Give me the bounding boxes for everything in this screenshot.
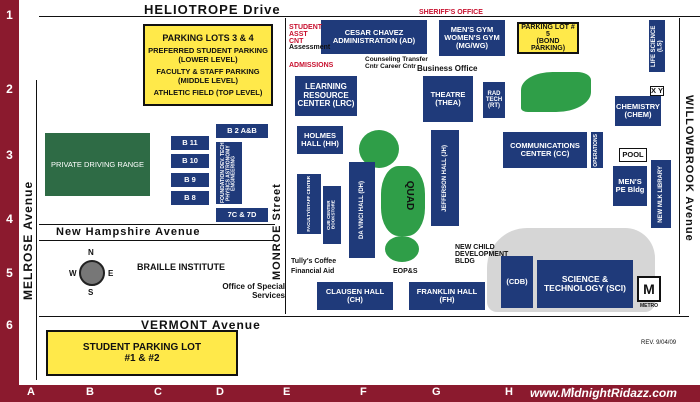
lots-3-4-lower: PREFERRED STUDENT PARKING (LOWER LEVEL) (148, 46, 268, 64)
building-theatre[interactable]: THEATRE (THEA) (423, 76, 473, 122)
building-holmes-hall[interactable]: HOLMES HALL (HH) (297, 126, 343, 154)
row-number-5: 5 (6, 266, 13, 280)
road-line (39, 16, 700, 17)
building-cdb[interactable]: (CDB) (501, 256, 533, 308)
parking-lots-3-4: PARKING LOTS 3 & 4 PREFERRED STUDENT PAR… (143, 24, 273, 106)
building-clausen-hall[interactable]: CLAUSEN HALL (CH) (317, 282, 393, 310)
compass-rose: N S W E (67, 248, 117, 298)
column-letter-h: H (505, 386, 513, 398)
column-letter-f: F (360, 386, 367, 398)
column-letter-i: I (571, 386, 575, 398)
building-mens-pe[interactable]: MEN'S PE Bldg (613, 166, 647, 206)
row-number-3: 3 (6, 148, 13, 162)
column-letter-g: G (432, 386, 441, 398)
building-rad-tech[interactable]: RAD TECH (RT) (483, 82, 505, 118)
grass-area (359, 130, 399, 168)
grass-area (521, 72, 591, 112)
road-line (285, 18, 286, 314)
column-letter-a: A (27, 386, 35, 398)
lots-3-4-top: ATHLETIC FIELD (TOP LEVEL) (153, 88, 263, 97)
building-operations[interactable]: OPERATIONS (591, 132, 603, 168)
braille-institute: BRAILLE INSTITUTE (137, 262, 225, 272)
building-foundation[interactable]: FOUNDATION DEV. TECH PHYSICS ASTRONOMY E… (216, 142, 242, 204)
building-faculty-staff[interactable]: FACULTY/STAFF CENTER (297, 174, 321, 234)
website-credit: www.MidnightRidazz.com (530, 386, 677, 400)
grass-area (381, 166, 425, 236)
road-line (39, 224, 275, 225)
parking-lot-5: PARKING LOT # 5 (BOND PARKING) (517, 22, 579, 54)
metro-label: METRO (640, 303, 659, 309)
new-child-development-label: NEW CHILD DEVELOPMENT BLDG (455, 244, 509, 265)
metro-icon: M (637, 276, 661, 302)
column-letter-d: D (216, 386, 224, 398)
building-b8[interactable]: B 8 (171, 191, 209, 205)
row-number-1: 1 (6, 8, 13, 22)
quad-label: QUAD (404, 180, 416, 211)
lot-1-2-sub: #1 & #2 (124, 353, 160, 364)
revision-date: REV. 9/04/09 (641, 340, 677, 346)
admissions-label: ADMISSIONS (289, 62, 334, 69)
business-office-label: Business Office (417, 64, 478, 73)
street-willowbrook: WILLOWBROOK Avenue (683, 95, 695, 242)
building-franklin-hall[interactable]: FRANKLIN HALL (FH) (409, 282, 485, 310)
student-parking-lot-1-2: STUDENT PARKING LOT #1 & #2 (46, 330, 238, 376)
building-gyms[interactable]: MEN'S GYM WOMEN'S GYM (MG/WG) (439, 20, 505, 56)
building-lrc[interactable]: LEARNING RESOURCE CENTER (LRC) (295, 76, 357, 116)
special-services-label: Office of Special Services (222, 282, 285, 300)
street-heliotrope: HELIOTROPE Drive (144, 2, 281, 17)
sheriff-office-label: SHERIFF'S OFFICE (419, 9, 483, 16)
compass-icon (79, 260, 105, 286)
building-b10[interactable]: B 10 (171, 154, 209, 168)
compass-w: W (69, 269, 77, 278)
road-line (36, 80, 37, 380)
street-new-hampshire: New Hampshire Avenue (56, 226, 201, 238)
road-line (679, 18, 680, 314)
financial-aid-label: Financial Aid (291, 268, 335, 275)
lot-5-title: PARKING LOT # 5 (521, 24, 575, 38)
campus-map: HELIOTROPE Drive MELROSE Avenue New Hamp… (19, 0, 700, 385)
grass-area (385, 236, 419, 262)
street-monroe: MONROE Street (271, 183, 283, 280)
street-vermont: VERMONT Avenue (141, 318, 261, 332)
pool[interactable]: POOL (619, 148, 647, 162)
building-7c-7d[interactable]: 7C & 7D (216, 208, 268, 222)
lots-3-4-title: PARKING LOTS 3 & 4 (162, 33, 254, 43)
building-chemistry[interactable]: CHEMISTRY (CHEM) (615, 96, 661, 126)
private-driving-range: PRIVATE DRIVING RANGE (45, 133, 150, 196)
counseling-label: Counseling Transfer Cntr Career Cntr (365, 56, 428, 70)
eops-label: EOP&S (393, 268, 418, 275)
building-jefferson-hall[interactable]: JEFFERSON HALL (JH) (431, 130, 459, 226)
building-bookstore[interactable]: CUB CENTER BOOKSTORE (323, 186, 341, 244)
column-letter-b: B (86, 386, 94, 398)
row-number-4: 4 (6, 212, 13, 226)
compass-e: E (108, 269, 114, 278)
building-b9[interactable]: B 9 (171, 173, 209, 187)
building-b2[interactable]: B 2 A&B (216, 124, 268, 138)
building-communications[interactable]: COMMUNICATIONS CENTER (CC) (503, 132, 587, 168)
assessment-label: Assessment (289, 44, 331, 51)
building-science-technology[interactable]: SCIENCE & TECHNOLOGY (SCI) (537, 260, 633, 308)
building-xy[interactable]: X Y (650, 86, 664, 96)
building-da-vinci-hall[interactable]: DA VINCI HALL (DH) (349, 162, 375, 258)
column-letter-e: E (283, 386, 291, 398)
lot-1-2-title: STUDENT PARKING LOT (82, 342, 202, 353)
column-letter-c: C (154, 386, 162, 398)
building-administration[interactable]: CESAR CHAVEZ ADMINISTRATION (AD) (321, 20, 427, 54)
road-line (39, 316, 689, 317)
row-number-6: 6 (6, 318, 13, 332)
student-assistance-label: STUDENT ASST CNT (289, 24, 323, 45)
building-life-science[interactable]: LIFE SCIENCE (LS) (649, 20, 665, 72)
road-line (39, 240, 275, 241)
building-b11[interactable]: B 11 (171, 136, 209, 150)
building-mlk-library[interactable]: NEW MLK LIBRARY (651, 160, 671, 228)
compass-s: S (88, 288, 94, 297)
lot-5-sub: (BOND PARKING) (530, 38, 566, 52)
lots-3-4-middle: FACULTY & STAFF PARKING (MIDDLE LEVEL) (156, 67, 260, 85)
street-melrose: MELROSE Avenue (21, 180, 35, 300)
compass-n: N (88, 248, 94, 257)
row-number-2: 2 (6, 82, 13, 96)
tullys-coffee-label: Tully's Coffee (291, 258, 337, 265)
